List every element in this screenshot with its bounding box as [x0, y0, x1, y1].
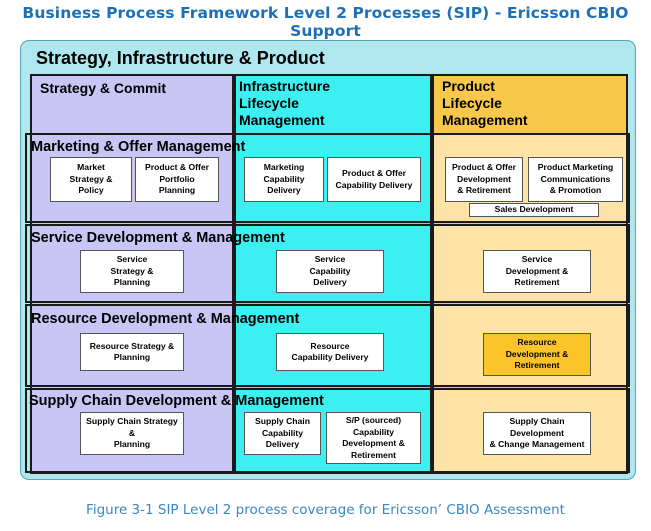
- row-supply-chain: [25, 388, 630, 473]
- box-product-marketing-communications: Product Marketing Communications & Promo…: [528, 157, 623, 202]
- box-sales-development: Sales Development: [469, 203, 599, 217]
- row-label-service: Service Development & Management: [31, 230, 285, 246]
- box-resource-capability-delivery: Resource Capability Delivery: [276, 333, 384, 371]
- column-header-infrastructure: Infrastructure Lifecycle Management: [239, 78, 331, 128]
- box-product-offer-capability-delivery: Product & Offer Capability Delivery: [327, 157, 421, 202]
- box-product-offer-development-retirement: Product & Offer Development & Retirement: [445, 157, 523, 202]
- box-resource-development-retirement: Resource Development & Retirement: [483, 333, 591, 376]
- box-service-strategy-planning: Service Strategy & Planning: [80, 250, 184, 293]
- column-header-strategy: Strategy & Commit: [40, 80, 167, 96]
- box-service-capability-delivery: Service Capability Delivery: [276, 250, 384, 293]
- box-supply-chain-development-change: Supply Chain Development & Change Manage…: [483, 412, 591, 455]
- box-supply-chain-capability-delivery: Supply Chain Capability Delivery: [244, 412, 321, 455]
- framework-heading: Strategy, Infrastructure & Product: [36, 48, 325, 68]
- column-header-product: Product Lifecycle Management: [442, 78, 528, 128]
- box-supply-chain-strategy-planning: Supply Chain Strategy & Planning: [80, 412, 184, 455]
- row-service-development: [25, 224, 630, 303]
- row-marketing-offer: [25, 133, 630, 223]
- row-label-marketing: Marketing & Offer Management: [31, 139, 246, 155]
- row-resource-development: [25, 304, 630, 387]
- box-marketing-capability-delivery: Marketing Capability Delivery: [244, 157, 324, 202]
- row-label-supply-chain: Supply Chain Development & Management: [29, 393, 324, 409]
- box-product-offer-portfolio-planning: Product & Offer Portfolio Planning: [135, 157, 219, 202]
- box-sp-sourced-capability-development: S/P (sourced) Capability Development & R…: [326, 412, 421, 464]
- box-market-strategy-policy: Market Strategy & Policy: [50, 157, 132, 202]
- figure-caption: Figure 3-1 SIP Level 2 process coverage …: [86, 502, 565, 518]
- box-resource-strategy-planning: Resource Strategy & Planning: [80, 333, 184, 371]
- page-title: Business Process Framework Level 2 Proce…: [22, 4, 629, 40]
- box-service-development-retirement: Service Development & Retirement: [483, 250, 591, 293]
- row-label-resource: Resource Development & Management: [31, 311, 300, 327]
